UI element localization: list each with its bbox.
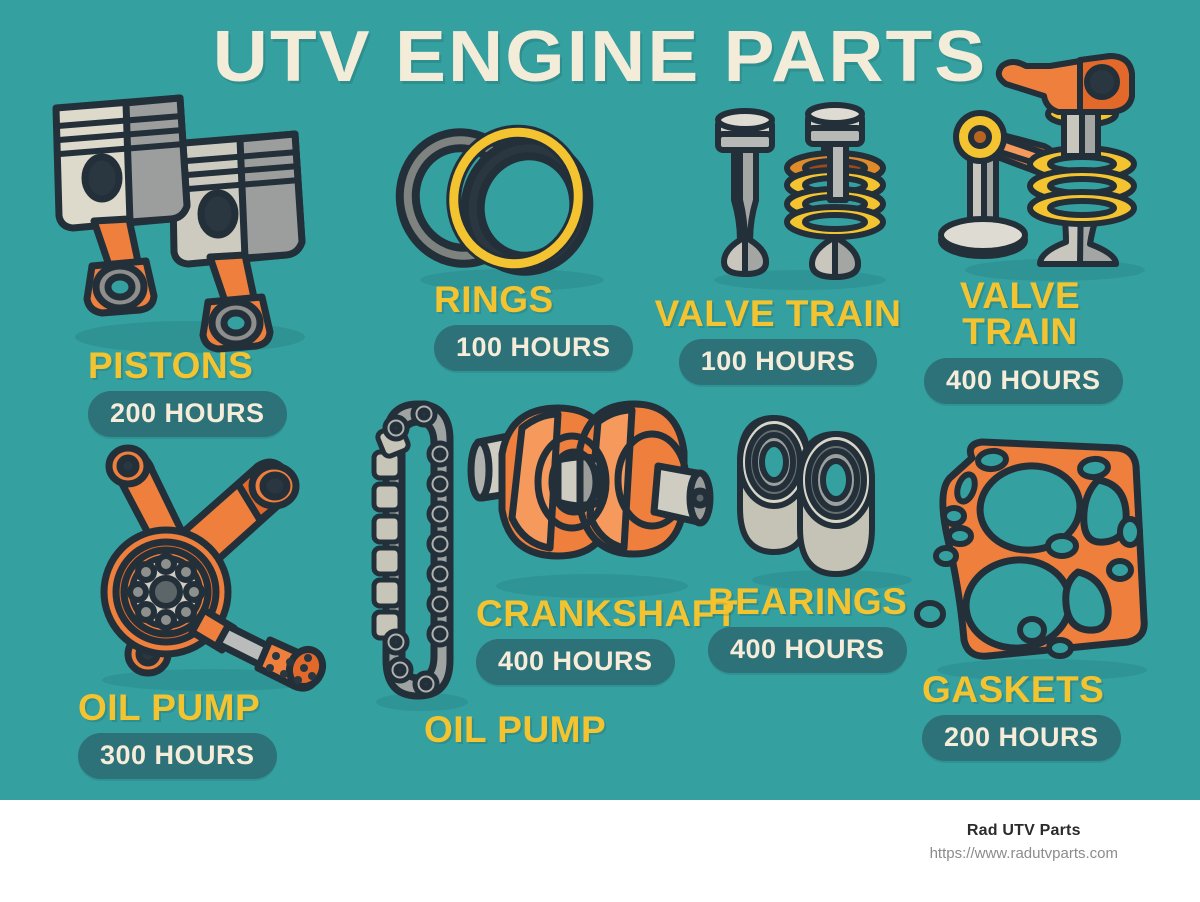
footer-content: Rad UTV Parts https://www.radutvparts.co… — [930, 822, 1118, 862]
part-hours-badge: 200 HOURS — [88, 391, 287, 438]
footer: Rad UTV Parts https://www.radutvparts.co… — [0, 800, 1200, 902]
part-hours-badge: 300 HOURS — [78, 733, 277, 780]
rocker-arm-valves-icon — [938, 52, 1170, 282]
part-name: PISTONS — [88, 345, 254, 386]
page-title: UTV ENGINE PARTS — [212, 17, 988, 97]
label-oil-pump-chain: OIL PUMP — [424, 709, 607, 750]
part-name: RINGS — [434, 279, 554, 320]
part-name: VALVE TRAIN — [654, 293, 902, 334]
part-hours-badge: 400 HOURS — [708, 627, 907, 674]
label-oil-pump-300: OIL PUMP 300 HOURS — [78, 687, 277, 780]
part-name: BEARINGS — [708, 581, 908, 622]
label-rings: RINGS 100 HOURS — [434, 279, 633, 372]
crankshaft-icon — [462, 398, 714, 598]
label-pistons: PISTONS 200 HOURS — [88, 345, 287, 438]
website-url[interactable]: https://www.radutvparts.com — [929, 845, 1118, 862]
label-valve-train-100: VALVE TRAIN 100 HOURS — [650, 293, 906, 386]
part-name: OIL PUMP — [424, 709, 607, 750]
oil-pump-icon — [62, 442, 352, 692]
part-name: OIL PUMP — [78, 687, 261, 728]
part-name: CRANKSHAFT — [476, 593, 738, 634]
label-crankshaft: CRANKSHAFT 400 HOURS — [476, 593, 738, 686]
poster-canvas: UTV ENGINE PARTS — [0, 0, 1200, 800]
label-valve-train-400: VALVE TRAIN 400 HOURS — [924, 275, 1123, 404]
part-hours-badge: 400 HOURS — [476, 639, 675, 686]
part-hours-badge: 400 HOURS — [924, 357, 1123, 404]
label-bearings: BEARINGS 400 HOURS — [708, 581, 908, 674]
valves-icon — [690, 100, 910, 290]
part-hours-badge: 100 HOURS — [678, 339, 878, 386]
part-name: GASKETS — [922, 669, 1105, 710]
piston-rings-icon — [392, 124, 622, 293]
timing-chain-icon — [356, 392, 486, 712]
label-gaskets: GASKETS 200 HOURS — [922, 669, 1121, 762]
pistons-icon — [40, 92, 330, 357]
head-gasket-icon — [902, 432, 1172, 682]
part-name: VALVE TRAIN — [959, 275, 1081, 353]
part-hours-badge: 100 HOURS — [434, 325, 633, 372]
part-hours-badge: 200 HOURS — [922, 715, 1121, 762]
brand-name: Rad UTV Parts — [966, 822, 1081, 839]
bearings-icon — [722, 412, 922, 592]
